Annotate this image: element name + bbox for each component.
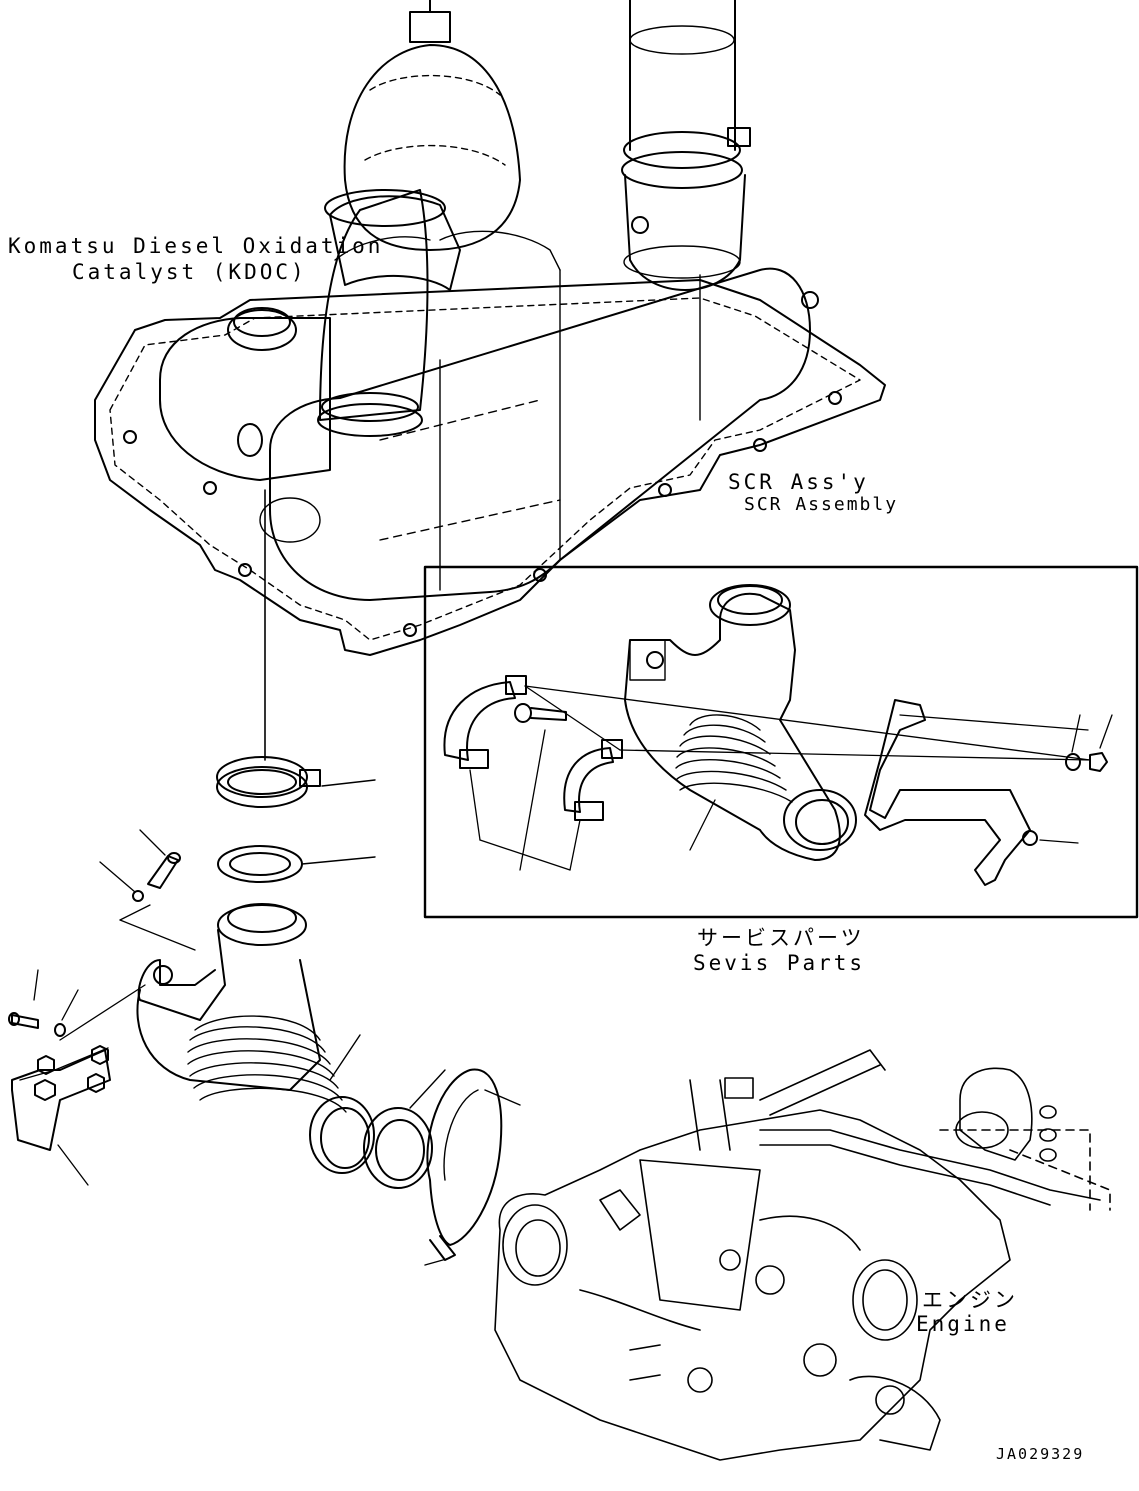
label-kdoc-line1: Komatsu Diesel Oxidation	[8, 234, 384, 258]
engine-illustration	[494, 1049, 1111, 1461]
label-engine-jp: エンジン	[922, 1288, 1018, 1312]
label-scr-line2: SCR Assembly	[744, 494, 899, 515]
service-parts-illustration	[443, 584, 1113, 886]
label-engine-en: Engine	[916, 1312, 1010, 1336]
label-service-parts-jp: サービスパーツ	[697, 926, 865, 950]
label-scr-line1: SCR Ass'y	[728, 470, 869, 494]
service-parts-box	[423, 565, 1139, 919]
label-service-parts-en: Sevis Parts	[693, 951, 866, 975]
exploded-parts-illustration	[8, 756, 521, 1266]
scr-assembly-illustration	[94, 0, 886, 656]
drawing-code: JA029329	[996, 1445, 1085, 1463]
label-kdoc-line2: Catalyst (KDOC)	[72, 260, 307, 284]
